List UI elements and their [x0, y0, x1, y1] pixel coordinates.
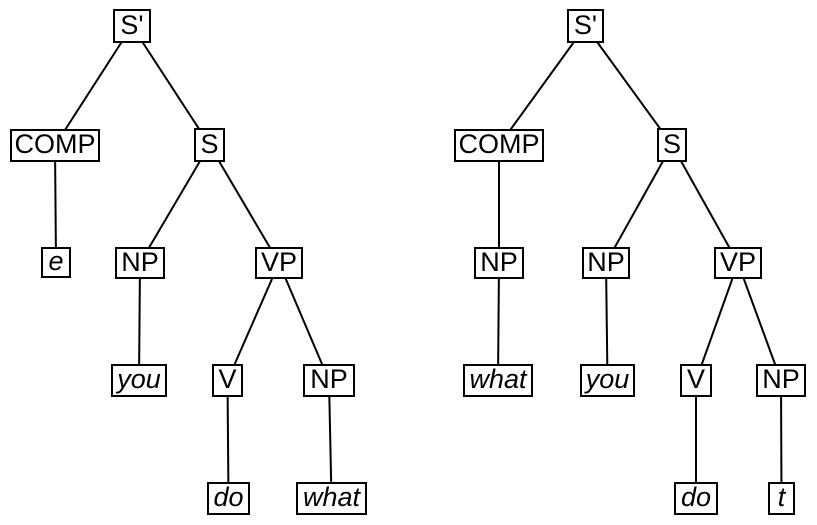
node-right-np-obj: NP [756, 364, 806, 397]
node-label-right-comp: COMP [458, 129, 540, 159]
edge-right-s-np-subj [605, 144, 673, 264]
node-label-left-do: do [213, 482, 244, 512]
node-label-left-what: what [302, 482, 361, 512]
node-label-right-vp: VP [719, 246, 757, 277]
node-label-right-np-obj: NP [762, 364, 800, 394]
node-label-left-e: e [48, 246, 64, 276]
node-left-you: you [111, 364, 167, 397]
edge-left-np-subj-you [138, 262, 141, 381]
node-label-left-v: V [218, 364, 237, 394]
node-right-v: V [680, 364, 712, 397]
node-left-np-subj: NP [115, 247, 165, 279]
edge-right-np-wh-what [497, 262, 500, 381]
node-label-right-s: S [662, 128, 681, 159]
node-label-left-np-obj: NP [310, 364, 348, 394]
edge-right-vp-np-obj [737, 262, 782, 381]
edge-left-s-bar-s [131, 25, 211, 146]
node-right-what: what [463, 364, 533, 397]
edge-left-s-np-subj [139, 144, 211, 264]
node-label-left-comp: COMP [14, 129, 96, 159]
node-right-s-bar: S' [567, 9, 604, 43]
edge-right-np-obj-t [780, 380, 783, 499]
edge-left-vp-np-obj [278, 262, 330, 381]
node-right-you: you [580, 364, 635, 397]
edge-right-vp-v [695, 262, 739, 381]
edge-left-np-obj-what [328, 380, 333, 499]
node-left-v: V [212, 364, 243, 397]
node-left-s: S [194, 128, 225, 162]
node-right-np-wh: NP [474, 247, 524, 279]
node-label-left-vp: VP [260, 246, 298, 277]
node-right-do: do [674, 482, 718, 515]
node-label-right-do: do [680, 482, 712, 512]
node-label-right-you: you [585, 364, 630, 394]
node-label-right-what: what [469, 364, 527, 394]
node-right-s: S [657, 128, 687, 162]
node-right-comp: COMP [454, 129, 544, 162]
node-label-left-you: you [117, 364, 161, 394]
edge-left-v-do [226, 380, 230, 499]
node-label-right-np-subj: NP [587, 246, 625, 277]
node-left-what: what [296, 482, 367, 515]
node-label-left-np-subj: NP [121, 246, 159, 277]
node-left-do: do [207, 482, 250, 515]
edge-left-vp-v [226, 262, 280, 381]
node-left-comp: COMP [10, 129, 100, 162]
edge-right-s-vp [671, 144, 739, 264]
node-label-right-t: t [777, 482, 786, 512]
node-right-t: t [768, 482, 795, 515]
node-label-right-s-bar: S' [573, 9, 598, 40]
node-right-vp: VP [714, 247, 762, 279]
node-label-right-np-wh: NP [480, 246, 518, 277]
node-left-s-bar: S' [113, 9, 151, 43]
node-left-np-obj: NP [303, 364, 355, 397]
edge-left-s-bar-comp [54, 25, 133, 147]
node-label-right-v: V [686, 364, 705, 394]
edge-right-s-bar-s [584, 25, 673, 146]
node-right-np-subj: NP [582, 247, 630, 279]
edge-right-s-bar-comp [498, 25, 587, 147]
node-label-left-s: S [200, 128, 219, 159]
edge-left-s-vp [208, 144, 280, 264]
node-left-e: e [41, 247, 71, 278]
edge-left-comp-e [54, 145, 57, 263]
node-label-left-s-bar: S' [120, 9, 144, 40]
edge-right-np-subj-you [605, 262, 609, 381]
node-left-vp: VP [255, 247, 303, 279]
